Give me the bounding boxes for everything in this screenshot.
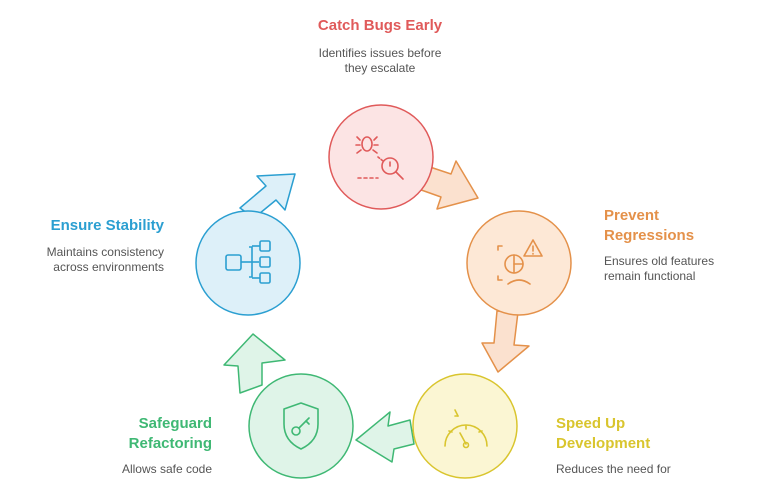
speed-up-title-line2: Development: [556, 435, 651, 452]
prevent-regressions-title-line1: Prevent: [604, 207, 660, 224]
arrow-speed-to-safeguard: [355, 411, 415, 463]
node-ensure-stability: [195, 210, 301, 316]
safeguard-title-line1: Safeguard: [138, 415, 212, 432]
safeguard-desc-line1: Allows safe code: [121, 462, 212, 476]
catch-bugs-desc-line1: Identifies issues before: [318, 46, 442, 60]
catch-bugs-desc-line2: they escalate: [344, 61, 416, 75]
arrow-stability-to-catch: [239, 173, 296, 219]
chart-warning-icon: [497, 239, 543, 285]
speed-up-title-line1: Speed Up: [556, 415, 626, 432]
prevent-regressions-title-line2: Regressions: [604, 227, 695, 244]
speedometer-icon: [444, 409, 488, 449]
safeguard-title-line2: Refactoring: [128, 435, 212, 452]
prevent-regressions-desc-line2: remain functional: [604, 269, 696, 283]
arrow-prevent-to-speed: [481, 310, 530, 373]
speed-up-desc-line1: Reduces the need for: [556, 462, 671, 476]
catch-bugs-title: Catch Bugs Early: [317, 17, 443, 34]
ensure-stability-title: Ensure Stability: [50, 217, 164, 234]
ensure-stability-desc-line1: Maintains consistency: [46, 245, 164, 259]
network-nodes-icon: [225, 240, 271, 284]
node-prevent-regressions: [466, 210, 572, 316]
node-catch-bugs: [328, 104, 434, 210]
node-speed-up: [412, 373, 518, 479]
shield-key-icon: [283, 402, 319, 450]
node-safeguard: [248, 373, 354, 479]
arrow-safeguard-to-stability: [223, 333, 286, 394]
prevent-regressions-desc-line1: Ensures old features: [604, 254, 715, 268]
ensure-stability-desc-line2: across environments: [53, 260, 164, 274]
bug-magnifier-icon: [355, 136, 404, 180]
